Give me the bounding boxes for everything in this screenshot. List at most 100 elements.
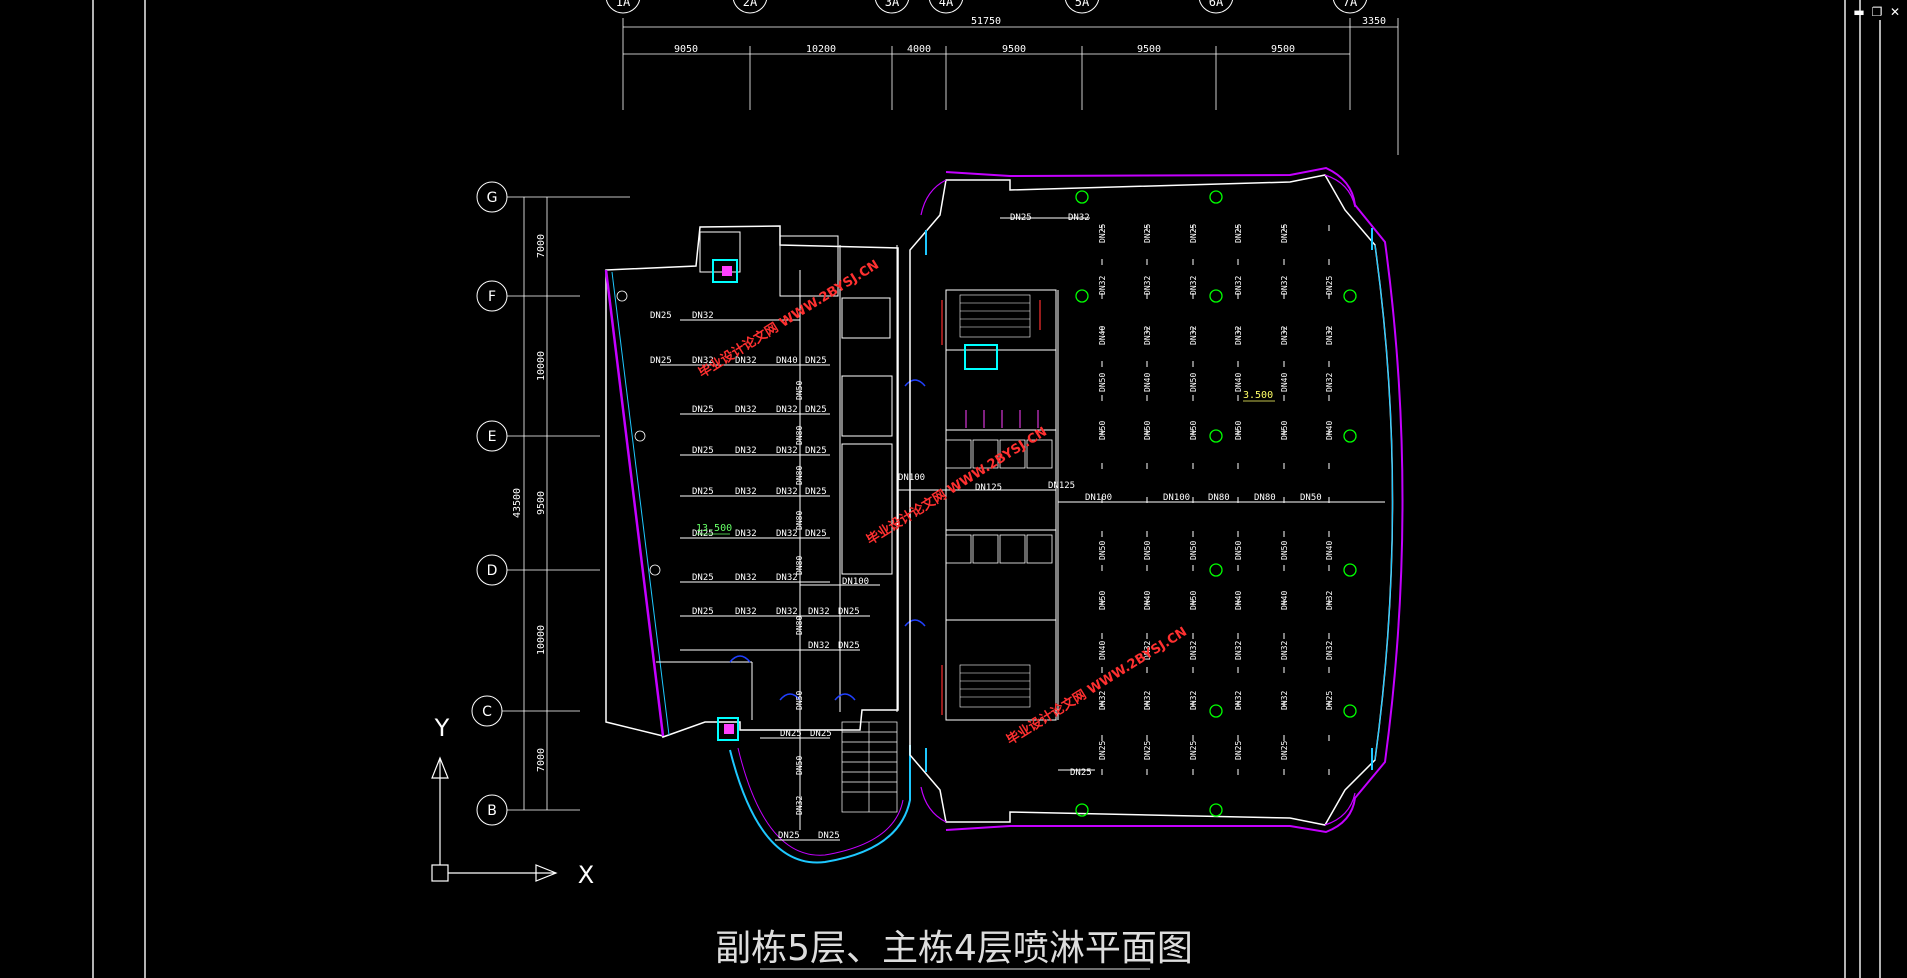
right-window-strip xyxy=(1374,244,1394,761)
pipe-label: DN32 xyxy=(1234,641,1243,660)
fixture-bottom xyxy=(724,724,734,734)
pipe-label: DN25 xyxy=(805,356,827,366)
dim-left-5: 7000 xyxy=(536,748,547,772)
pipe-label: DN25 xyxy=(1098,224,1107,243)
pipe-label: DN50 xyxy=(1098,373,1107,392)
pipe-label: DN25 xyxy=(778,831,800,841)
pipe-label: DN25 xyxy=(692,487,714,497)
left-curtain-inner xyxy=(611,271,670,736)
grid-label-5a: 5A xyxy=(1075,0,1090,9)
left-doors xyxy=(729,379,926,701)
pipe-label: DN50 xyxy=(1189,421,1198,440)
pipe-label: DN32 xyxy=(1234,276,1243,295)
pipe-label: DN32 xyxy=(776,405,798,415)
pipe-label: DN25 xyxy=(692,607,714,617)
dim-total-top: 51750 xyxy=(971,16,1001,27)
watermarks: 毕业设计论文网 WWW.2BYSJ.CN 毕业设计论文网 WWW.2BYSJ.C… xyxy=(696,257,1190,749)
pipe-label: DN80 xyxy=(795,426,804,445)
left-elevator-bottom xyxy=(717,717,739,741)
pipe-label: DN32 xyxy=(776,573,798,583)
pipe-label: DN100 xyxy=(842,577,869,587)
pipe-label: DN40 xyxy=(1234,373,1243,392)
watermark-text: 毕业设计论文网 WWW.2BYSJ.CN xyxy=(1004,624,1190,749)
pipe-label: DN32 xyxy=(692,311,714,321)
dim-total-left: 43500 xyxy=(512,488,523,518)
pipe-label: DN25 xyxy=(650,311,672,321)
pipe-label: DN50 xyxy=(795,756,804,775)
dim-top-4: 9500 xyxy=(1002,44,1026,55)
grid-label-b: B xyxy=(487,803,497,819)
dim-top-6: 9500 xyxy=(1271,44,1295,55)
dim-left-2: 10000 xyxy=(536,351,547,381)
pipe-label: DN32 xyxy=(1189,641,1198,660)
pipe-label: DN25 xyxy=(1010,213,1032,223)
pipe-label: DN40 xyxy=(1280,591,1289,610)
pipe-label: DN32 xyxy=(1189,326,1198,345)
pipe-label: DN32 xyxy=(776,607,798,617)
pipe-label: DN80 xyxy=(1254,493,1276,503)
pipe-label: DN25 xyxy=(1325,276,1334,295)
drawing-frame xyxy=(92,0,1881,978)
right-main-pipes xyxy=(1000,217,1385,771)
restore-button[interactable]: ❐ xyxy=(1871,5,1883,19)
fixture-top xyxy=(722,266,732,276)
right-curtain-wall xyxy=(945,166,1404,834)
left-pipe-network xyxy=(660,270,1056,841)
pipe-label: DN25 xyxy=(805,487,827,497)
grid-label-6a: 6A xyxy=(1209,0,1224,9)
right-vertical-pipe-labels: DN25 DN32 DN40 DN50 DN50 DN50 DN50 DN40 … xyxy=(1098,224,1334,760)
pipe-label: DN25 xyxy=(1189,224,1198,243)
right-stair-red-lines xyxy=(941,300,1041,715)
grid-label-4a: 4A xyxy=(939,0,954,9)
pipe-label: DN80 xyxy=(1208,493,1230,503)
pipe-label: DN32 xyxy=(1280,691,1289,710)
pipe-label: DN80 xyxy=(795,616,804,635)
right-stairs xyxy=(959,294,1031,708)
pipe-label: DN32 xyxy=(1068,213,1090,223)
pipe-label: DN25 xyxy=(1070,768,1092,778)
pipe-label: DN80 xyxy=(795,466,804,485)
dim-top-1: 9050 xyxy=(674,44,698,55)
minimize-button[interactable]: ▬ xyxy=(1853,5,1865,19)
left-dimension-lines xyxy=(502,196,630,811)
left-interior-walls xyxy=(656,231,898,720)
right-corner-details xyxy=(920,174,1356,826)
pipe-label: DN25 xyxy=(692,573,714,583)
drawing-title: 副栋5层、主栋4层喷淋平面图 xyxy=(715,928,1193,969)
grid-label-f: F xyxy=(488,289,496,305)
pipe-label: DN125 xyxy=(975,483,1002,493)
pipe-label: DN50 xyxy=(1143,421,1152,440)
pipe-label: DN25 xyxy=(650,356,672,366)
right-core-walls xyxy=(945,289,1059,721)
axis-x-label: X xyxy=(578,861,594,889)
left-dimension-text: 43500 7000 10000 9500 10000 7000 xyxy=(512,234,547,772)
pipe-label: DN40 xyxy=(1325,421,1334,440)
pipe-label: DN50 xyxy=(1098,541,1107,560)
grid-label-2a: 2A xyxy=(743,0,758,9)
close-button[interactable]: ✕ xyxy=(1889,5,1901,19)
pipe-label: DN25 xyxy=(1143,741,1152,760)
pipe-label: DN32 xyxy=(1325,591,1334,610)
top-dimension-text: 51750 3350 9050 10200 4000 9500 9500 950… xyxy=(674,16,1386,55)
grid-label-e: E xyxy=(488,429,497,445)
pipe-label: DN32 xyxy=(735,446,757,456)
pipe-label: DN40 xyxy=(776,356,798,366)
pipe-label: DN50 xyxy=(795,691,804,710)
pipe-label: DN40 xyxy=(1234,591,1243,610)
pipe-label: DN25 xyxy=(692,405,714,415)
pipe-label: DN32 xyxy=(735,356,757,366)
pipe-label: DN80 xyxy=(795,511,804,530)
pipe-label: DN32 xyxy=(1098,276,1107,295)
pipe-label: DN125 xyxy=(1048,481,1075,491)
right-restroom-fixtures xyxy=(965,410,1039,428)
dim-left-3: 9500 xyxy=(536,491,547,515)
left-pipe-labels: DN25 DN32 DN25 DN32 DN32 DN40 DN25 DN25 … xyxy=(650,311,1075,841)
pipe-label: DN32 xyxy=(1189,276,1198,295)
dim-top-2: 10200 xyxy=(806,44,836,55)
pipe-label: DN32 xyxy=(1280,276,1289,295)
right-hydrants xyxy=(1075,190,1357,817)
pipe-label: DN25 xyxy=(1189,741,1198,760)
pipe-label: DN32 xyxy=(1234,326,1243,345)
pipe-label: DN32 xyxy=(808,607,830,617)
